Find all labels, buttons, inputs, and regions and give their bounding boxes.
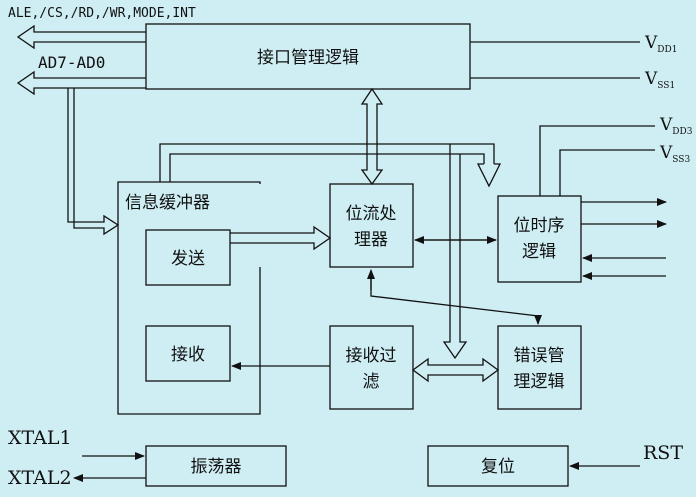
bitstream-processor-label-1: 位流处 [346,204,397,224]
send-block [145,229,231,286]
filter-error-arrow [411,357,500,383]
error-management-block [497,325,582,410]
bit-timing-logic-block [497,195,582,283]
vdd1-label: VDD1 [644,33,677,55]
bitstream-processor-label-2: 理器 [354,230,388,250]
bitstream-processor-block [329,183,414,268]
reset-label: 复位 [481,457,515,477]
internal-loop-bus [159,143,495,182]
vertical-bus-to-filter [442,144,468,360]
vss1-label: VSS1 [644,69,675,91]
rst-label: RST [643,442,683,464]
vdd3-line [539,125,655,196]
vdd3-label: VDD3 [659,115,693,137]
info-buffer-label: 信息缓冲器 [125,193,210,213]
oscillator-block [145,445,287,487]
interface-to-processor-arrow [360,87,384,186]
bus-to-info-buffer-arrow [67,88,120,236]
address-data-bus-label: AD7-AD0 [38,53,105,72]
error-management-label-1: 错误管 [514,346,565,366]
xtal1-label: XTAL1 [8,427,72,449]
info-buffer-block [117,181,261,415]
loop-down-to-bit-timing-arrow [476,163,502,188]
control-bus-arrow [16,24,146,50]
internal-loop-bus-inner [169,153,485,182]
oscillator-label: 振荡器 [191,457,242,477]
interface-logic-block [145,23,471,90]
send-to-processor-arrow [230,225,332,251]
receive-filter-label-1: 接收过 [346,346,397,366]
receive-block [145,325,231,382]
bus-control-signals-label: ALE,/CS,/RD,/WR,MODE,INT [8,6,196,21]
xtal2-label: XTAL2 [8,467,72,489]
receive-filter-block [329,325,414,410]
receive-label: 接收 [171,345,205,365]
receive-filter-label-2: 滤 [363,372,380,392]
vss3-label: VSS3 [659,143,690,165]
bit-timing-logic-label-1: 位时序 [514,216,565,236]
interface-logic-label: 接口管理逻辑 [257,48,359,68]
error-management-label-2: 理逻辑 [514,372,565,392]
bit-timing-logic-label-2: 逻辑 [522,242,556,262]
address-data-bus-arrow [16,70,146,96]
send-label: 发送 [171,249,205,269]
vss3-line [559,149,655,196]
reset-block [427,445,569,487]
